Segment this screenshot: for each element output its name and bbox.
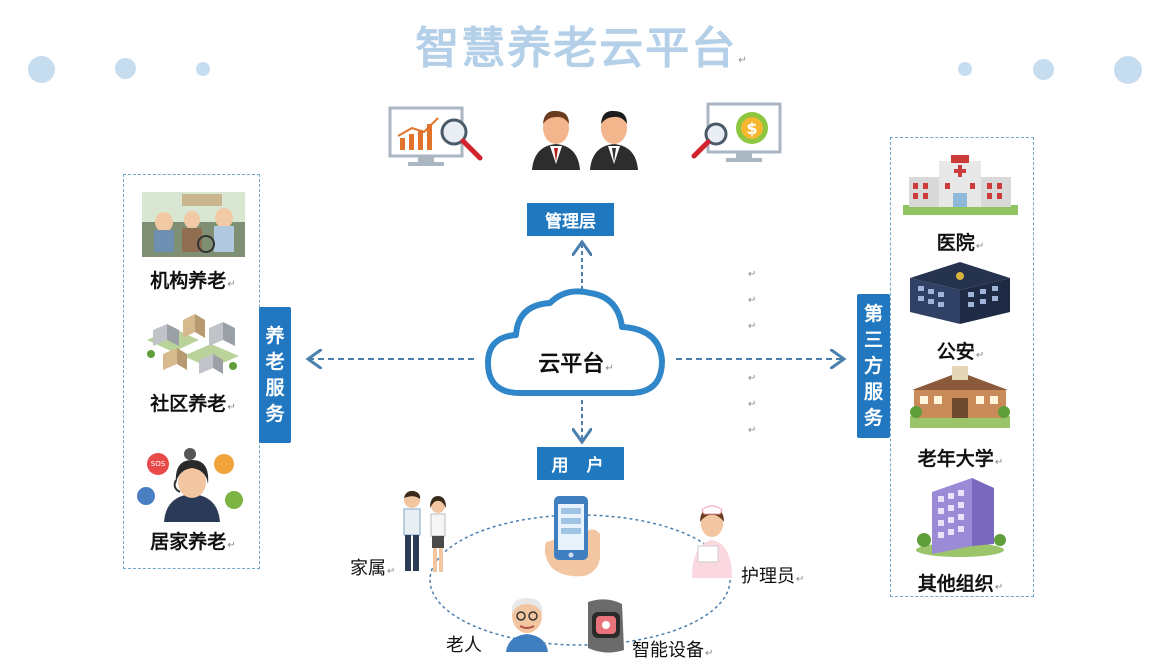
decor-dot bbox=[196, 62, 210, 76]
smartwatch-icon bbox=[588, 599, 624, 653]
return-marks-column: ↵ ↵ ↵ ↵ ↵ ↵ bbox=[748, 269, 757, 436]
decor-dot bbox=[28, 56, 55, 83]
elderly-care-services-tab: 养 老 服 务 bbox=[259, 307, 291, 443]
home-care-operator-illustration: SOS bbox=[137, 448, 243, 522]
home-care-label: 居家养老↵ bbox=[150, 531, 236, 553]
cloud-platform-label: 云平台↵ bbox=[538, 352, 614, 377]
family-icon bbox=[403, 490, 446, 572]
university-label: 老年大学↵ bbox=[917, 448, 1004, 470]
decor-dot bbox=[115, 58, 136, 79]
finance-monitor-icon: $ bbox=[691, 102, 782, 162]
cloud-icon bbox=[485, 288, 665, 396]
institution-care-label: 机构养老↵ bbox=[150, 270, 236, 292]
page-title: 智慧养老云平台↵ bbox=[415, 23, 749, 74]
decor-dot bbox=[1114, 56, 1142, 84]
office-building-illustration bbox=[916, 478, 1006, 557]
community-care-label: 社区养老↵ bbox=[150, 393, 236, 415]
decor-dot bbox=[1033, 59, 1054, 80]
hospital-label: 医院↵ bbox=[936, 232, 985, 254]
nurse-icon bbox=[692, 505, 732, 578]
police-building-illustration bbox=[910, 262, 1010, 324]
smartphone-icon bbox=[544, 496, 600, 577]
svg-text:$: $ bbox=[746, 119, 757, 138]
hospital-building-illustration bbox=[903, 155, 1018, 215]
elder-icon bbox=[506, 598, 548, 652]
management-layer-box: 管理层 bbox=[527, 203, 614, 236]
police-label: 公安↵ bbox=[936, 341, 985, 363]
caregiver-label: 护理员↵ bbox=[741, 566, 805, 587]
smart-device-label: 智能设备↵ bbox=[632, 640, 714, 661]
third-party-services-tab: 第 三 方 服 务 bbox=[857, 294, 890, 438]
users-box: 用 户 bbox=[537, 447, 624, 480]
university-building-illustration bbox=[910, 366, 1010, 428]
elder-label: 老人 bbox=[446, 635, 482, 656]
community-buildings-illustration bbox=[147, 314, 239, 374]
family-label: 家属↵ bbox=[350, 558, 396, 579]
institution-care-illustration bbox=[142, 192, 245, 257]
svg-text:SOS: SOS bbox=[151, 460, 166, 468]
analytics-monitor-icon bbox=[388, 106, 483, 166]
decor-dot bbox=[958, 62, 972, 76]
other-organizations-label: 其他组织↵ bbox=[917, 573, 1004, 595]
managers-icon bbox=[532, 110, 638, 170]
